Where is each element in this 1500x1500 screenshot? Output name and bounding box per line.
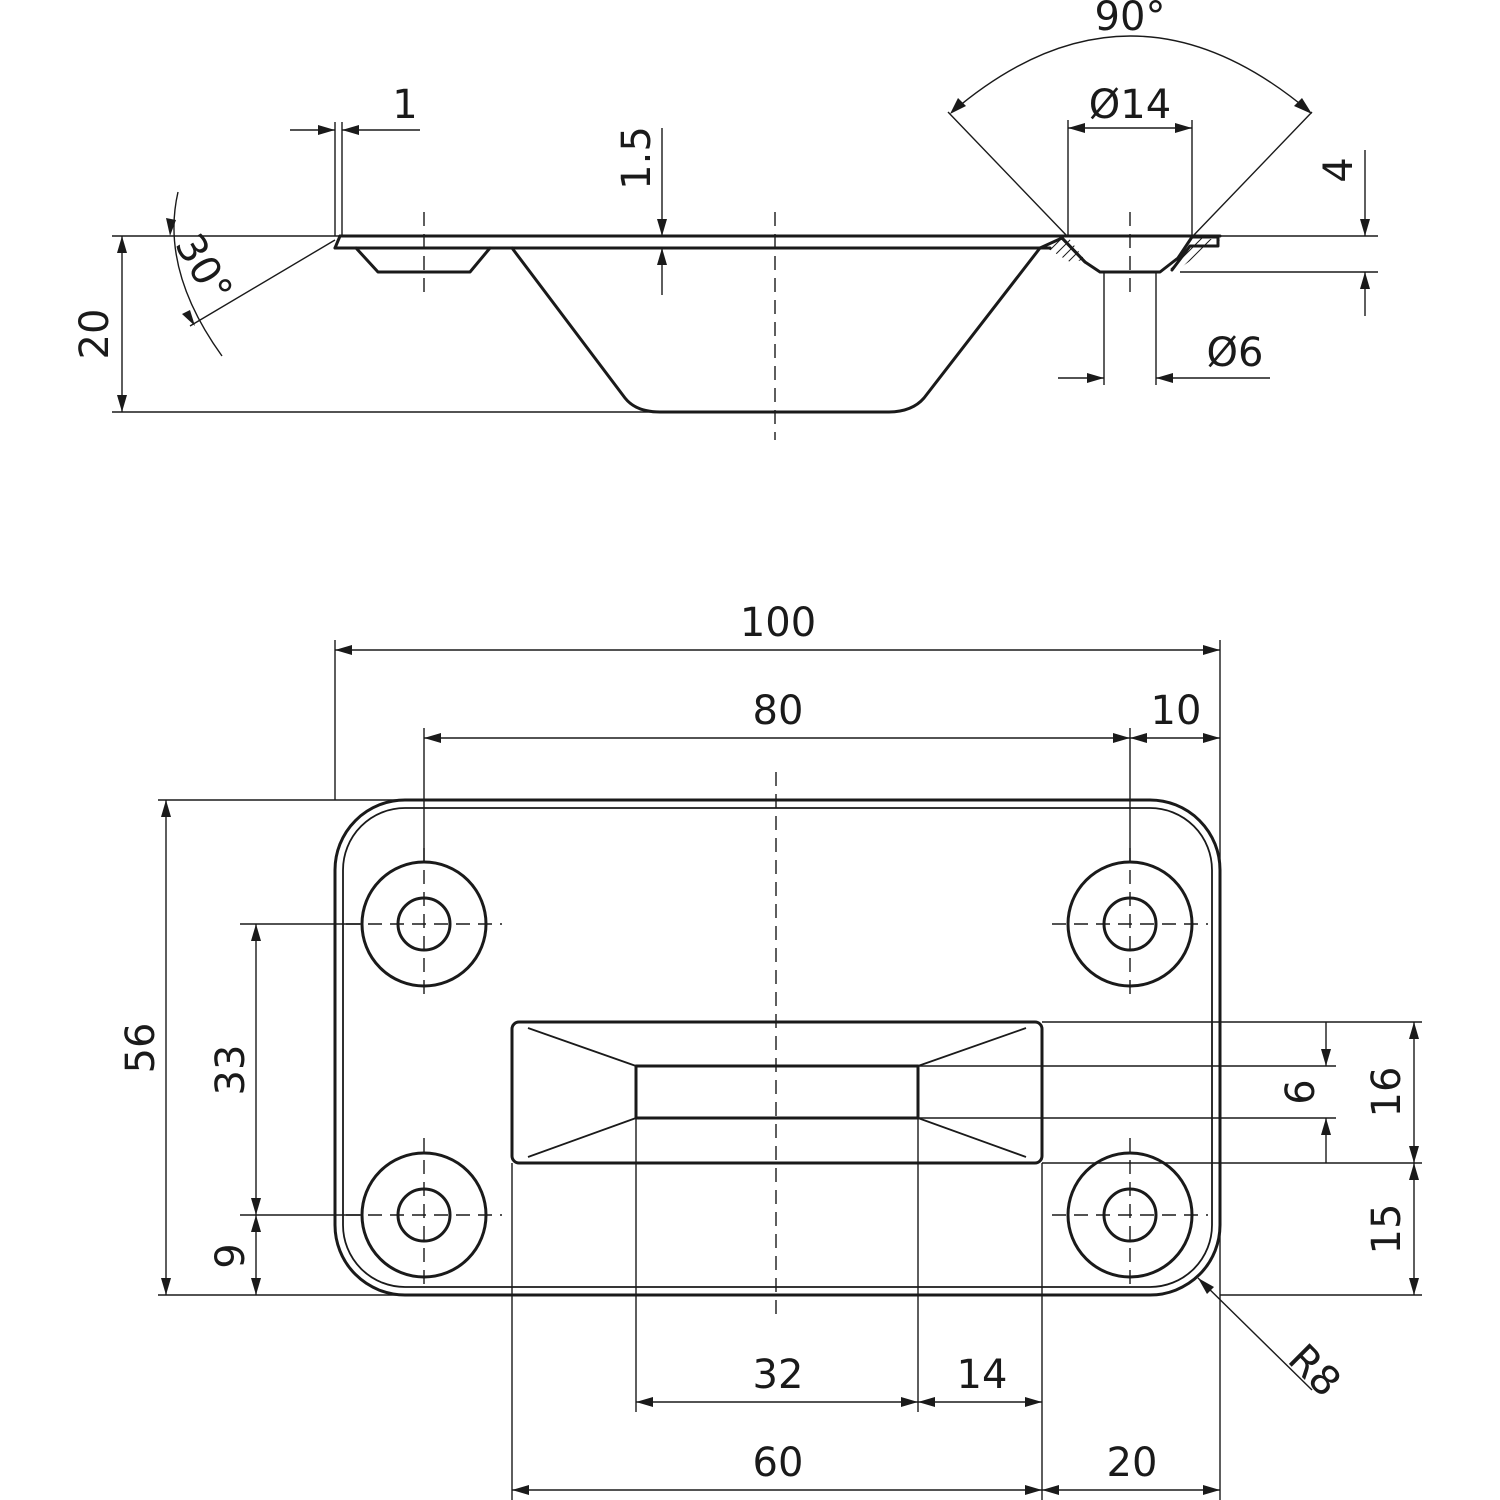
- dim-label-height: 20: [72, 309, 118, 360]
- dim-label-thickness: 1: [392, 82, 417, 128]
- plate-inner-edge: [342, 807, 1213, 1288]
- section-hatch-right: [1160, 237, 1220, 270]
- mounting-hole-top-right: [1052, 848, 1208, 1000]
- mounting-hole-bottom-right: [1052, 1138, 1208, 1292]
- dim-label-hole-vertical: 33: [208, 1045, 254, 1096]
- dim-label-slot-length: 32: [753, 1352, 804, 1398]
- dim-label-bend: 1.5: [614, 126, 660, 190]
- dim-label-countersink-angle: 90°: [1095, 0, 1166, 40]
- dim-label-recess-right: 20: [1107, 1440, 1158, 1486]
- plate-outline: [333, 798, 1222, 1297]
- top-view: 100 80 10 56 33 9 6: [118, 600, 1422, 1500]
- dim-label-slot-side: 14: [957, 1352, 1008, 1398]
- dim-label-hole-edge: 10: [1151, 688, 1202, 734]
- dim-label-overall-height: 56: [118, 1023, 164, 1074]
- side-view: 1 1.5 20 30° 90° Ø14: [72, 0, 1378, 440]
- dim-label-radius: R8: [1279, 1336, 1349, 1406]
- dim-label-countersink-depth: 4: [1316, 157, 1362, 182]
- dim-label-slot-width: 6: [1278, 1079, 1324, 1104]
- dim-label-recess-bottom: 15: [1364, 1204, 1410, 1255]
- dim-label-angle-30: 30°: [166, 226, 241, 310]
- mounting-hole-bottom-left: [346, 1138, 502, 1292]
- dim-label-countersink-dia: Ø14: [1089, 82, 1171, 128]
- dim-label-overall-width: 100: [740, 600, 816, 646]
- dim-label-hole-spacing: 80: [753, 688, 804, 734]
- recess-pocket: [510, 1020, 1044, 1165]
- mounting-hole-top-left: [346, 848, 502, 1000]
- dim-label-hole-dia: Ø6: [1207, 330, 1264, 376]
- dim-label-recess-height: 16: [1364, 1067, 1410, 1118]
- dim-label-hole-bottom: 9: [208, 1243, 254, 1268]
- dim-label-recess-width: 60: [753, 1440, 804, 1486]
